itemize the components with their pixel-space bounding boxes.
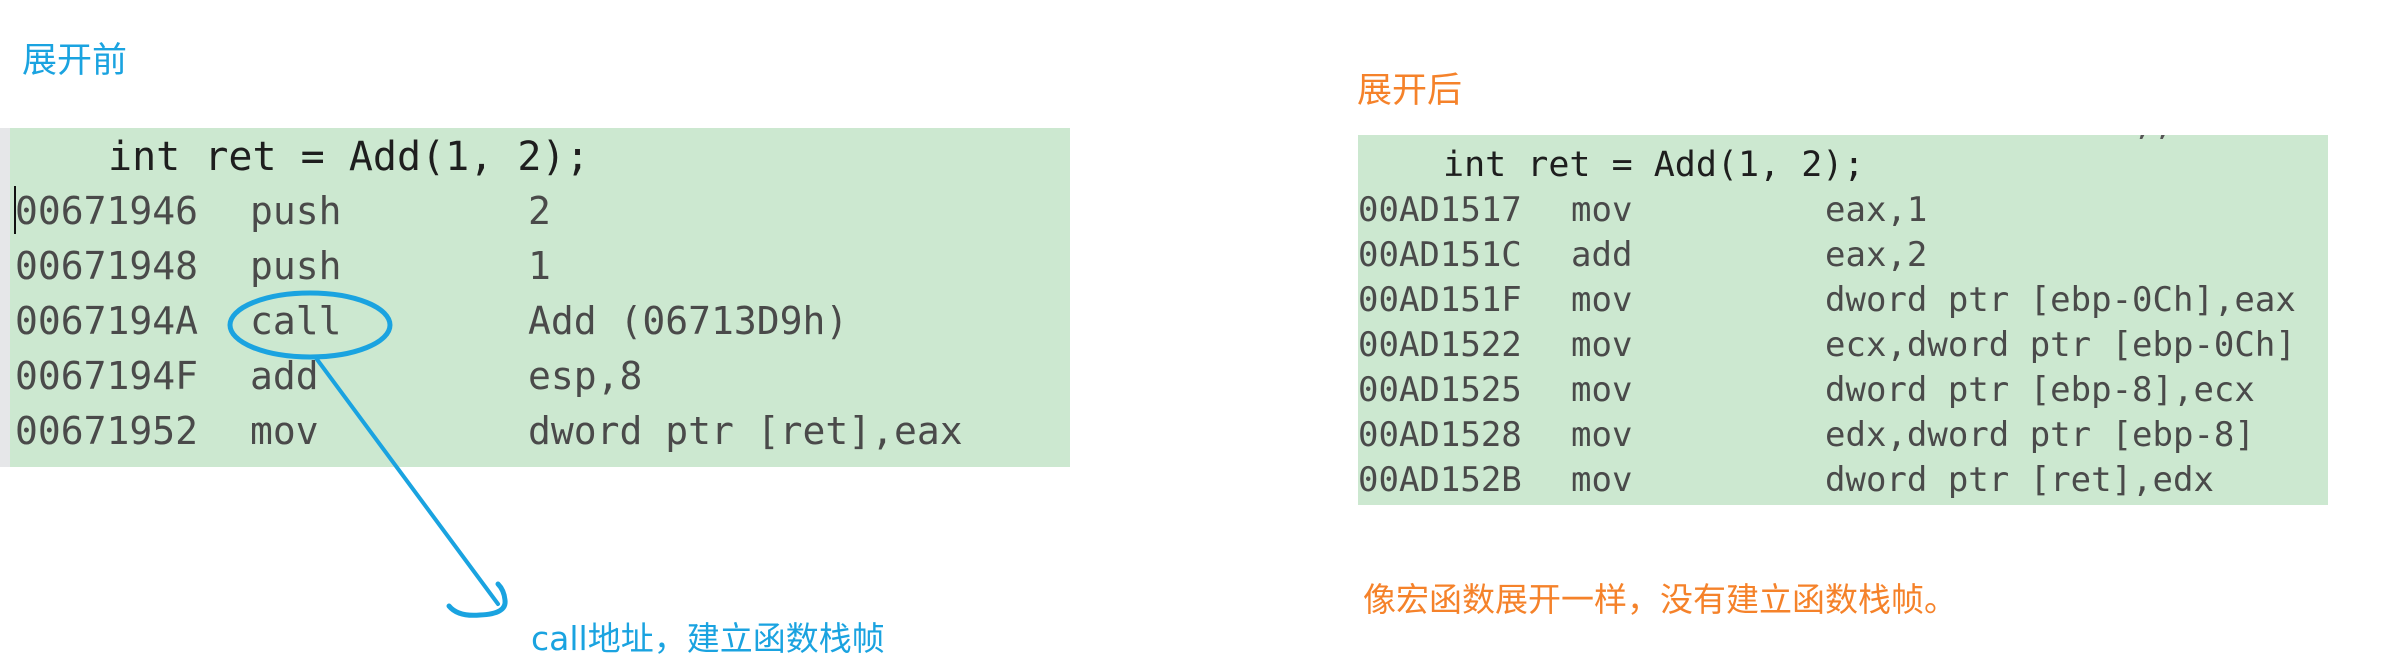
asm-mnemonic: add [1571,235,1633,275]
after-disassembly-panel: .;; int ret = Add(1, 2); 00AD1517 mov ea… [1358,135,2328,505]
asm-operand: dword ptr [ebp-0Ch],eax [1825,280,2296,320]
asm-mnemonic: push [250,244,342,288]
asm-mnemonic: mov [1571,415,1633,455]
asm-row: 00AD151C add eax,2 [1358,233,2328,278]
asm-row: 00AD151F mov dword ptr [ebp-0Ch],eax [1358,278,2328,323]
asm-operand: eax,2 [1825,235,1928,275]
after-title: 展开后 [1357,71,1463,111]
asm-address: 00AD1517 [1358,190,1522,230]
asm-row: 00AD1528 mov edx,dword ptr [ebp-8] [1358,413,2328,458]
asm-address: 0067194A [15,299,199,343]
source-line: int ret = Add(1, 2); [108,134,590,180]
asm-row: 00671952 mov dword ptr [ret],eax [0,404,1070,459]
asm-operand: dword ptr [ebp-8],ecx [1825,370,2255,410]
asm-address: 00671946 [15,189,199,233]
asm-row: 0067194A call Add (06713D9h) [0,294,1070,349]
asm-mnemonic: add [250,354,319,398]
annotation-arrow-hook [446,581,508,618]
asm-mnemonic: push [250,189,342,233]
after-annotation: 像宏函数展开一样，没有建立函数栈帧。 [1363,580,1957,619]
asm-operand: edx,dword ptr [ebp-8] [1825,415,2255,455]
before-title: 展开前 [22,41,128,81]
asm-row: 00AD1522 mov ecx,dword ptr [ebp-0Ch] [1358,323,2328,368]
asm-operand: ecx,dword ptr [ebp-0Ch] [1825,325,2296,365]
editor-gutter [0,128,10,467]
asm-row: 00671946 push 2 [0,184,1070,239]
asm-mnemonic: mov [1571,370,1633,410]
asm-row: 0067194F add esp,8 [0,349,1070,404]
asm-address: 00AD1525 [1358,370,1522,410]
asm-address: 00AD151F [1358,280,1522,320]
source-line: int ret = Add(1, 2); [1443,145,1865,185]
asm-address: 00AD151C [1358,235,1522,275]
asm-mnemonic: mov [1571,325,1633,365]
asm-operand: 2 [528,189,551,233]
asm-row: 00AD1525 mov dword ptr [ebp-8],ecx [1358,368,2328,413]
asm-operand: esp,8 [528,354,643,398]
asm-operand: eax,1 [1825,190,1928,230]
before-annotation: call地址，建立函数栈帧 [531,619,885,658]
asm-address: 00AD1528 [1358,415,1522,455]
asm-operand: 1 [528,244,551,288]
asm-operand: dword ptr [ret],eax [528,409,963,453]
asm-address: 00AD152B [1358,460,1522,500]
asm-address: 00AD1522 [1358,325,1522,365]
asm-operand: Add (06713D9h) [528,299,849,343]
asm-address: 0067194F [15,354,199,398]
before-disassembly-panel: int ret = Add(1, 2); 00671946 push 2 006… [0,128,1070,467]
asm-address: 00671948 [15,244,199,288]
asm-mnemonic: mov [250,409,319,453]
asm-row: 00AD152B mov dword ptr [ret],edx [1358,458,2328,503]
asm-row: 00AD1517 mov eax,1 [1358,188,2328,233]
asm-address: 00671952 [15,409,199,453]
asm-mnemonic: mov [1571,460,1633,500]
asm-operand: dword ptr [ret],edx [1825,460,2214,500]
asm-mnemonic: mov [1571,280,1633,320]
asm-mnemonic: mov [1571,190,1633,230]
asm-mnemonic: call [250,299,342,343]
asm-row: 00671948 push 1 [0,239,1070,294]
text-cursor [14,186,16,234]
